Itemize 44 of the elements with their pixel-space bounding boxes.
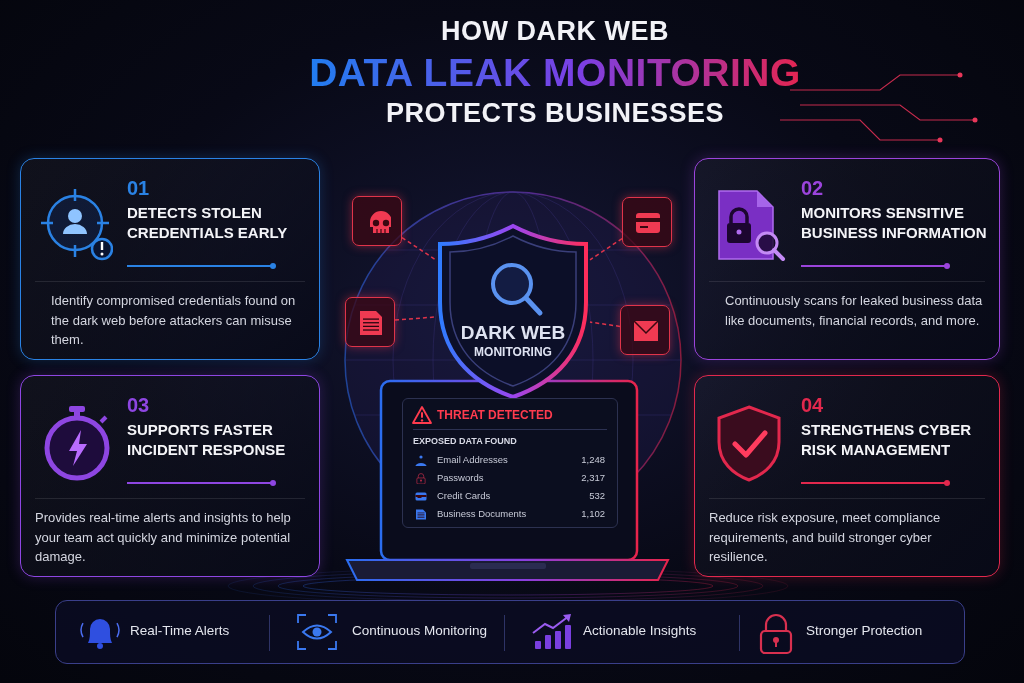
- exposure-count: 532: [589, 490, 605, 501]
- card-heading: MONITORS SENSITIVE BUSINESS INFORMATION: [801, 203, 988, 242]
- card-heading: DETECTS STOLEN CREDENTIALS EARLY: [127, 203, 289, 242]
- dashed-connector: [401, 236, 437, 261]
- exposure-count: 2,317: [581, 472, 605, 483]
- step-number: 01: [127, 177, 150, 200]
- title: HOW DARK WEB DATA LEAK MONITORING PROTECTS BUSINESSES: [300, 14, 810, 133]
- card-description: Continuously scans for leaked business data like documents, financial records, and more.: [725, 292, 984, 330]
- exposure-count: 1,248: [581, 454, 605, 465]
- card-heading: SUPPORTS FASTER INCIDENT RESPONSE: [127, 420, 287, 459]
- icon-tile: [620, 305, 670, 355]
- step-number: 04: [801, 394, 824, 417]
- feature-label: Stronger Protection: [806, 623, 923, 638]
- data-type: Passwords: [437, 472, 484, 483]
- alert-heading: THREAT DETECTED: [437, 408, 553, 422]
- step-number: 03: [127, 394, 150, 417]
- icon-tile: [622, 197, 672, 247]
- feature-label: Real-Time Alerts: [130, 623, 230, 638]
- shield-subheading: MONITORING: [473, 345, 553, 359]
- data-type: Business Documents: [437, 508, 527, 519]
- shield-heading: DARK WEB: [459, 322, 567, 344]
- card-description: Reduce risk exposure, meet compliance requirements, and build stronger cyber resilience.: [709, 509, 942, 566]
- data-type: Credit Cards: [437, 490, 491, 501]
- data-type: Email Addresses: [437, 454, 508, 465]
- feature-card: [20, 158, 320, 360]
- feature-card: [694, 375, 1000, 577]
- feature-label: Actionable Insights: [583, 623, 697, 638]
- step-number: 02: [801, 177, 824, 200]
- panel-subheading: EXPOSED DATA FOUND: [413, 436, 517, 446]
- card-description: Identify compromised credentials found on the dark web before attackers can misuse them.: [51, 292, 297, 349]
- dashed-connector: [589, 237, 623, 261]
- icon-tile: [345, 297, 395, 347]
- feature-card: [694, 158, 1000, 360]
- feature-card: [20, 375, 320, 577]
- feature-bar: [55, 600, 965, 664]
- dashed-connector: [394, 316, 437, 321]
- feature-label: Continuous Monitoring: [352, 623, 488, 638]
- icon-tile: [352, 196, 402, 246]
- shield-shape: [436, 222, 590, 400]
- alert-panel: [402, 398, 618, 528]
- card-description: Provides real-time alerts and insights to help your team act quickly and minimize potential damage.: [35, 509, 292, 566]
- exposure-count: 1,102: [581, 508, 605, 519]
- card-heading: STRENGTHENS CYBER RISK MANAGEMENT: [801, 420, 973, 459]
- dashed-connector: [589, 321, 621, 328]
